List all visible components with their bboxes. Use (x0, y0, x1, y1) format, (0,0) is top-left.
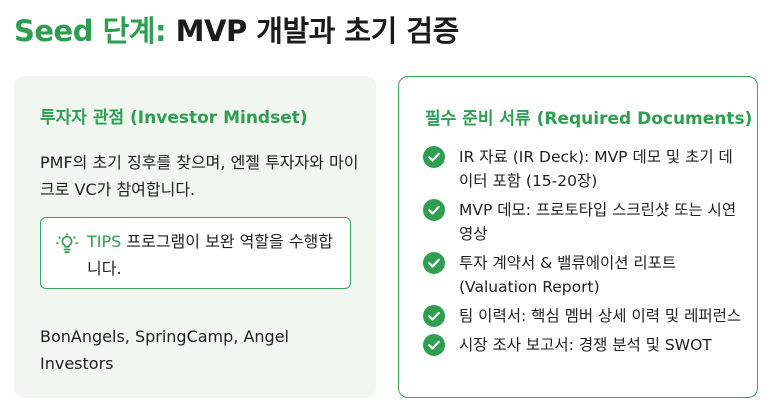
required-documents-card: 필수 준비 서류 (Required Documents) IR 자료 (IR … (398, 76, 758, 398)
documents-list: IR 자료 (IR Deck): MVP 데모 및 초기 데이터 포함 (15-… (423, 145, 743, 362)
tips-text: TIPS 프로그램이 보완 역할을 수행합니다. (87, 228, 337, 282)
page-title: Seed 단계: MVP 개발과 초기 검증 (14, 8, 459, 50)
list-item: 시장 조사 보고서: 경쟁 분석 및 SWOT (423, 333, 743, 357)
check-circle-icon (423, 334, 445, 356)
document-item-text: MVP 데모: 프로토타입 스크린샷 또는 시연 영상 (459, 201, 737, 243)
investor-mindset-card: 투자자 관점 (Investor Mindset) PMF의 초기 징후를 찾으… (14, 76, 376, 398)
list-item: MVP 데모: 프로토타입 스크린샷 또는 시연 영상 (423, 198, 743, 246)
list-item: 투자 계약서 & 밸류에이션 리포트 (Valuation Report) (423, 251, 743, 299)
document-item-text: IR 자료 (IR Deck): MVP 데모 및 초기 데이터 포함 (15-… (459, 148, 733, 190)
document-item-text: 팀 이력서: 핵심 멤버 상세 이력 및 레퍼런스 (459, 307, 742, 325)
tips-description: 프로그램이 보완 역할을 수행합니다. (87, 232, 334, 278)
document-item-text: 투자 계약서 & 밸류에이션 리포트 (Valuation Report) (459, 254, 677, 296)
list-item: IR 자료 (IR Deck): MVP 데모 및 초기 데이터 포함 (15-… (423, 145, 743, 193)
title-rest: MVP 개발과 초기 검증 (166, 14, 460, 48)
investor-list: BonAngels, SpringCamp, Angel Investors (40, 327, 289, 373)
tips-label: TIPS (87, 232, 122, 251)
list-item: 팀 이력서: 핵심 멤버 상세 이력 및 레퍼런스 (423, 304, 743, 328)
investor-mindset-body: PMF의 초기 징후를 찾으며, 엔젤 투자자와 마이크로 VC가 참여합니다. (40, 153, 359, 199)
required-documents-heading: 필수 준비 서류 (Required Documents) (425, 109, 753, 129)
check-circle-icon (423, 305, 445, 327)
title-accent: Seed 단계: (14, 14, 167, 48)
check-circle-icon (423, 252, 445, 274)
tips-callout: TIPS 프로그램이 보완 역할을 수행합니다. (40, 217, 351, 289)
check-circle-icon (423, 199, 445, 221)
check-circle-icon (423, 146, 445, 168)
document-item-text: 시장 조사 보고서: 경쟁 분석 및 SWOT (459, 336, 712, 354)
investor-mindset-heading: 투자자 관점 (Investor Mindset) (40, 108, 308, 128)
lightbulb-icon (56, 233, 78, 254)
